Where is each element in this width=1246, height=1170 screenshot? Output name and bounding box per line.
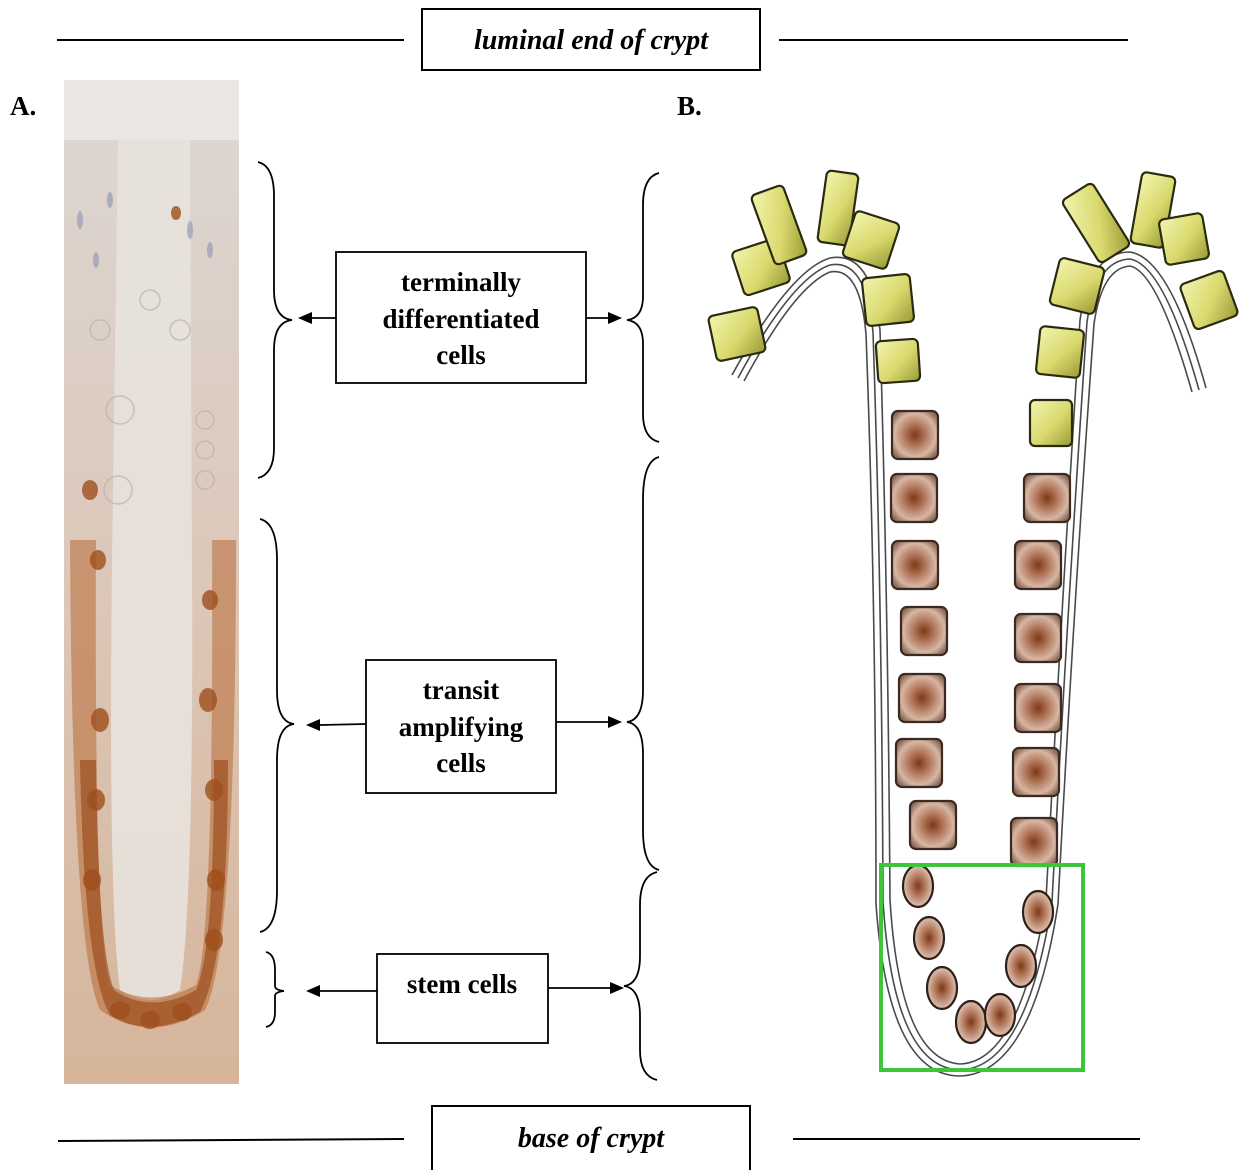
brace-b-transit (627, 457, 659, 870)
micrograph-panel (64, 80, 239, 1084)
panel-a-letter: A. (10, 91, 36, 121)
bottom-rule-left (58, 1139, 404, 1141)
crypt-schematic (708, 170, 1239, 1076)
transit-label-line1: transit (423, 675, 500, 705)
terminal-label-line2: differentiated (383, 304, 540, 334)
transit-label-line3: cells (436, 748, 485, 778)
stem-label: stem cells (407, 969, 517, 999)
brace-a-stem (266, 952, 284, 1027)
brace-a-transit (260, 519, 294, 932)
terminal-label-line1: terminally (401, 267, 521, 297)
top-label: luminal end of crypt (474, 25, 709, 56)
terminal-label-line3: cells (436, 340, 485, 370)
panel-b-letter: B. (677, 91, 702, 121)
transit-label-line2: amplifying (399, 712, 524, 742)
arrows (298, 312, 624, 997)
brace-a-terminal (258, 162, 292, 478)
brace-b-terminal (627, 173, 659, 442)
brace-b-stem (624, 872, 657, 1080)
bottom-label: base of crypt (518, 1123, 665, 1154)
